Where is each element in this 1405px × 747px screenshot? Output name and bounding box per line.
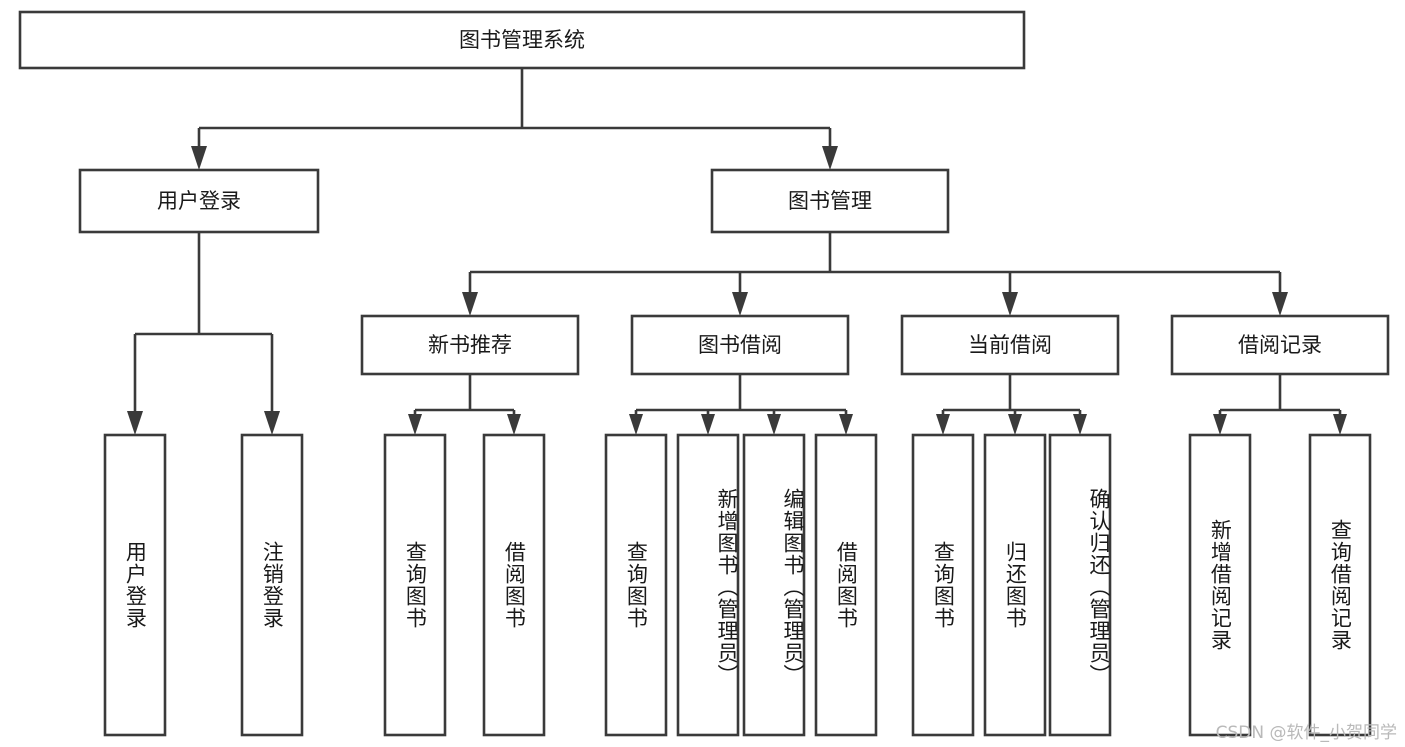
- node-box-leaf-query-record[interactable]: [1308, 433, 1372, 737]
- connector-group-user-login-leaves: [127, 232, 280, 435]
- node-label-user-login: 用户登录: [157, 189, 241, 213]
- node-box-user-login[interactable]: [78, 168, 320, 234]
- node-label-borrow-record: 借阅记录: [1238, 333, 1322, 357]
- node-book-borrow[interactable]: 图书借阅: [630, 314, 850, 376]
- leaf-boxes-group: [103, 433, 1372, 737]
- arrow-head-icon: [822, 146, 838, 170]
- arrow-head-icon: [191, 146, 207, 170]
- node-box-leaf-edit-book[interactable]: [742, 433, 806, 737]
- node-label-book-manage: 图书管理: [788, 189, 872, 213]
- arrow-head-icon: [839, 414, 853, 435]
- node-user-login[interactable]: 用户登录: [78, 168, 320, 234]
- arrow-head-icon: [1002, 292, 1018, 316]
- arrow-head-icon: [1213, 414, 1227, 435]
- node-root[interactable]: 图书管理系统: [18, 10, 1026, 70]
- arrow-head-icon: [1008, 414, 1022, 435]
- node-label-root: 图书管理系统: [459, 28, 585, 52]
- node-box-root[interactable]: [18, 10, 1026, 70]
- node-box-leaf-borrow-book-2[interactable]: [814, 433, 878, 737]
- node-box-leaf-borrow-book-1[interactable]: [482, 433, 546, 737]
- node-box-leaf-query-book-3[interactable]: [911, 433, 975, 737]
- node-box-borrow-record[interactable]: [1170, 314, 1390, 376]
- connector-group-current-borrow-leaves: [936, 374, 1087, 435]
- node-box-new-book-recommend[interactable]: [360, 314, 580, 376]
- arrow-head-icon: [1333, 414, 1347, 435]
- node-box-current-borrow[interactable]: [900, 314, 1120, 376]
- connector-group-new-book-recommend-leaves: [408, 374, 521, 435]
- node-box-leaf-add-record[interactable]: [1188, 433, 1252, 737]
- connector-group-root: [191, 68, 838, 170]
- arrow-head-icon: [127, 411, 143, 435]
- arrow-head-icon: [936, 414, 950, 435]
- node-new-book-recommend[interactable]: 新书推荐: [360, 314, 580, 376]
- node-box-leaf-query-book-2[interactable]: [604, 433, 668, 737]
- arrow-head-icon: [1272, 292, 1288, 316]
- node-box-leaf-confirm-return[interactable]: [1048, 433, 1112, 737]
- arrow-head-icon: [629, 414, 643, 435]
- node-borrow-record[interactable]: 借阅记录: [1170, 314, 1390, 376]
- arrow-head-icon: [507, 414, 521, 435]
- arrow-head-icon: [767, 414, 781, 435]
- node-book-manage[interactable]: 图书管理: [710, 168, 950, 234]
- connector-group-borrow-record-leaves: [1213, 374, 1347, 435]
- arrow-head-icon: [1073, 414, 1087, 435]
- node-box-leaf-logout[interactable]: [240, 433, 304, 737]
- arrow-head-icon: [462, 292, 478, 316]
- node-box-leaf-user-login[interactable]: [103, 433, 167, 737]
- node-label-book-borrow: 图书借阅: [698, 333, 782, 357]
- connector-group-book-manage: [462, 232, 1288, 316]
- node-box-leaf-return-book[interactable]: [983, 433, 1047, 737]
- node-label-current-borrow: 当前借阅: [968, 333, 1052, 357]
- node-box-leaf-add-book[interactable]: [676, 433, 740, 737]
- arrow-head-icon: [701, 414, 715, 435]
- arrow-head-icon: [408, 414, 422, 435]
- node-current-borrow[interactable]: 当前借阅: [900, 314, 1120, 376]
- arrow-head-icon: [732, 292, 748, 316]
- node-label-new-book-recommend: 新书推荐: [428, 333, 512, 357]
- connector-group-book-borrow-leaves: [629, 374, 853, 435]
- node-box-book-manage[interactable]: [710, 168, 950, 234]
- arrow-head-icon: [264, 411, 280, 435]
- node-box-leaf-query-book-1[interactable]: [383, 433, 447, 737]
- node-box-book-borrow[interactable]: [630, 314, 850, 376]
